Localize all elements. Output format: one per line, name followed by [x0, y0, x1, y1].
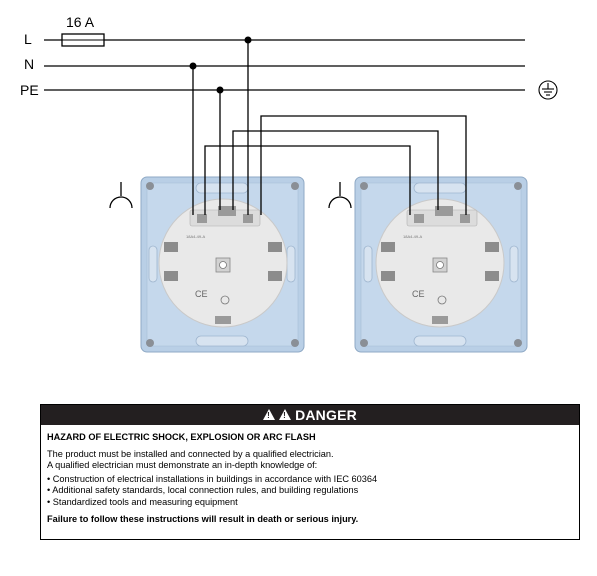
- danger-subtitle: HAZARD OF ELECTRIC SHOCK, EXPLOSION OR A…: [47, 432, 316, 442]
- danger-notice: DANGER HAZARD OF ELECTRIC SHOCK, EXPLOSI…: [40, 404, 580, 540]
- list-item: Additional safety standards, local conne…: [47, 485, 573, 497]
- danger-header: DANGER: [41, 405, 579, 425]
- list-item: Standardized tools and measuring equipme…: [47, 497, 573, 509]
- socket-symbol-icon: [328, 182, 352, 209]
- wire-pe-socket2: [232, 130, 439, 210]
- svg-text:CE: CE: [412, 289, 425, 299]
- wire-l-socket2: [260, 115, 467, 215]
- wiring-diagram: L N PE 16 A: [20, 14, 558, 353]
- ground-icon: [538, 80, 558, 100]
- socket-right: CE 18A4-49-A: [354, 176, 528, 353]
- line-label-n: N: [24, 56, 34, 72]
- socket-symbol-icon: [109, 182, 133, 209]
- warning-triangle-icon: [263, 408, 276, 420]
- socket-left: CE 18A4-49-A: [140, 176, 305, 353]
- danger-intro-line: A qualified electrician must demonstrate…: [47, 460, 318, 471]
- line-label-l: L: [24, 31, 32, 47]
- danger-intro-line: The product must be installed and connec…: [47, 448, 334, 459]
- list-item: Construction of electrical installations…: [47, 474, 573, 486]
- danger-footer: Failure to follow these instructions wil…: [47, 513, 359, 524]
- fuse-label: 16 A: [66, 14, 95, 30]
- socket-left-terminal-text: 18A4-49-A: [186, 234, 205, 239]
- danger-title: DANGER: [295, 407, 357, 423]
- danger-bullet-list: Construction of electrical installations…: [47, 474, 573, 509]
- warning-triangle-icon: [279, 408, 292, 420]
- line-label-pe: PE: [20, 82, 39, 98]
- socket-right-terminal-text: 18A4-49-A: [403, 234, 422, 239]
- svg-text:CE: CE: [195, 289, 208, 299]
- wire-n-socket2: [204, 145, 411, 215]
